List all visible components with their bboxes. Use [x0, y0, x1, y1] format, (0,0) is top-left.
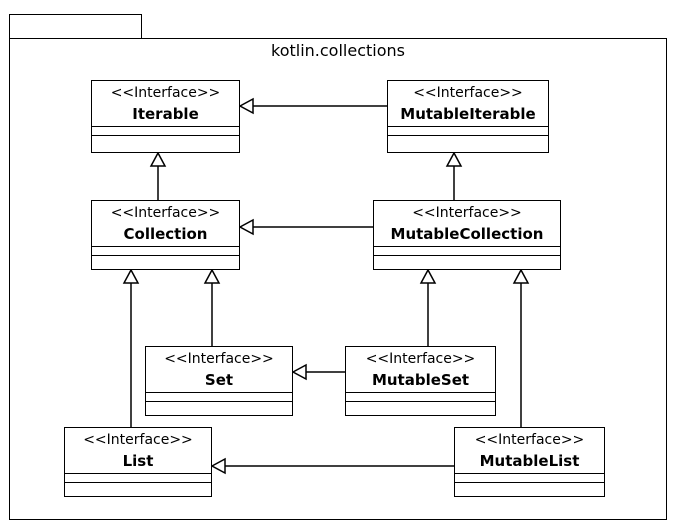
generalization-arrowhead-collection-to-iterable — [149, 151, 167, 167]
class-header: <<Interface>> MutableCollection — [374, 201, 560, 247]
stereotype: <<Interface>> — [365, 351, 476, 367]
class-header: <<Interface>> Iterable — [92, 81, 239, 127]
operations-compartment — [92, 136, 239, 152]
class-name: MutableIterable — [400, 105, 536, 123]
class-mutable-collection[interactable]: <<Interface>> MutableCollection — [373, 200, 561, 270]
stereotype: <<Interface>> — [83, 432, 193, 448]
class-header: <<Interface>> MutableList — [455, 428, 604, 474]
attributes-compartment — [374, 247, 560, 256]
class-collection[interactable]: <<Interface>> Collection — [91, 200, 240, 270]
class-header: <<Interface>> MutableIterable — [388, 81, 548, 127]
class-iterable[interactable]: <<Interface>> Iterable — [91, 80, 240, 153]
operations-compartment — [92, 256, 239, 269]
class-name: Set — [204, 371, 234, 389]
attributes-compartment — [346, 393, 495, 402]
operations-compartment — [65, 483, 211, 496]
class-name: MutableCollection — [390, 225, 544, 243]
stereotype: <<Interface>> — [164, 351, 274, 367]
class-name: Iterable — [132, 105, 199, 123]
class-name: Collection — [123, 225, 208, 243]
generalization-arrowhead-mutable_set-to-set — [291, 363, 307, 381]
package-tab — [9, 14, 142, 39]
operations-compartment — [388, 136, 548, 152]
generalization-arrowhead-mutable_list-to-list — [210, 457, 226, 475]
class-header: <<Interface>> Collection — [92, 201, 239, 247]
operations-compartment — [455, 483, 604, 496]
operations-compartment — [146, 402, 292, 415]
class-header: <<Interface>> MutableSet — [346, 347, 495, 393]
generalization-arrowhead-mutable_list-to-mutable_collection — [512, 268, 530, 284]
class-name: List — [122, 452, 154, 470]
stereotype: <<Interface>> — [110, 85, 221, 101]
generalization-arrowhead-mutable_set-to-mutable_collection — [419, 268, 437, 284]
stereotype: <<Interface>> — [413, 85, 523, 101]
generalization-arrowhead-set-to-collection — [203, 268, 221, 284]
attributes-compartment — [455, 474, 604, 483]
class-set[interactable]: <<Interface>> Set — [145, 346, 293, 416]
attributes-compartment — [92, 127, 239, 136]
class-list[interactable]: <<Interface>> List — [64, 427, 212, 497]
class-mutable-set[interactable]: <<Interface>> MutableSet — [345, 346, 496, 416]
attributes-compartment — [388, 127, 548, 136]
stereotype: <<Interface>> — [110, 205, 221, 221]
class-name: MutableList — [479, 452, 580, 470]
stereotype: <<Interface>> — [474, 432, 585, 448]
attributes-compartment — [65, 474, 211, 483]
operations-compartment — [374, 256, 560, 269]
operations-compartment — [346, 402, 495, 415]
class-mutable-iterable[interactable]: <<Interface>> MutableIterable — [387, 80, 549, 153]
class-name: MutableSet — [371, 371, 470, 389]
attributes-compartment — [146, 393, 292, 402]
stereotype: <<Interface>> — [412, 205, 522, 221]
package-name: kotlin.collections — [271, 41, 405, 60]
class-header: <<Interface>> Set — [146, 347, 292, 393]
generalization-arrowhead-mutable_iterable-to-iterable — [238, 97, 254, 115]
generalization-arrowhead-mutable_collection-to-mutable_iterable — [445, 151, 463, 167]
attributes-compartment — [92, 247, 239, 256]
class-header: <<Interface>> List — [65, 428, 211, 474]
class-mutable-list[interactable]: <<Interface>> MutableList — [454, 427, 605, 497]
generalization-arrowhead-mutable_collection-to-collection — [238, 218, 254, 236]
generalization-arrowhead-list-to-collection — [122, 268, 140, 284]
